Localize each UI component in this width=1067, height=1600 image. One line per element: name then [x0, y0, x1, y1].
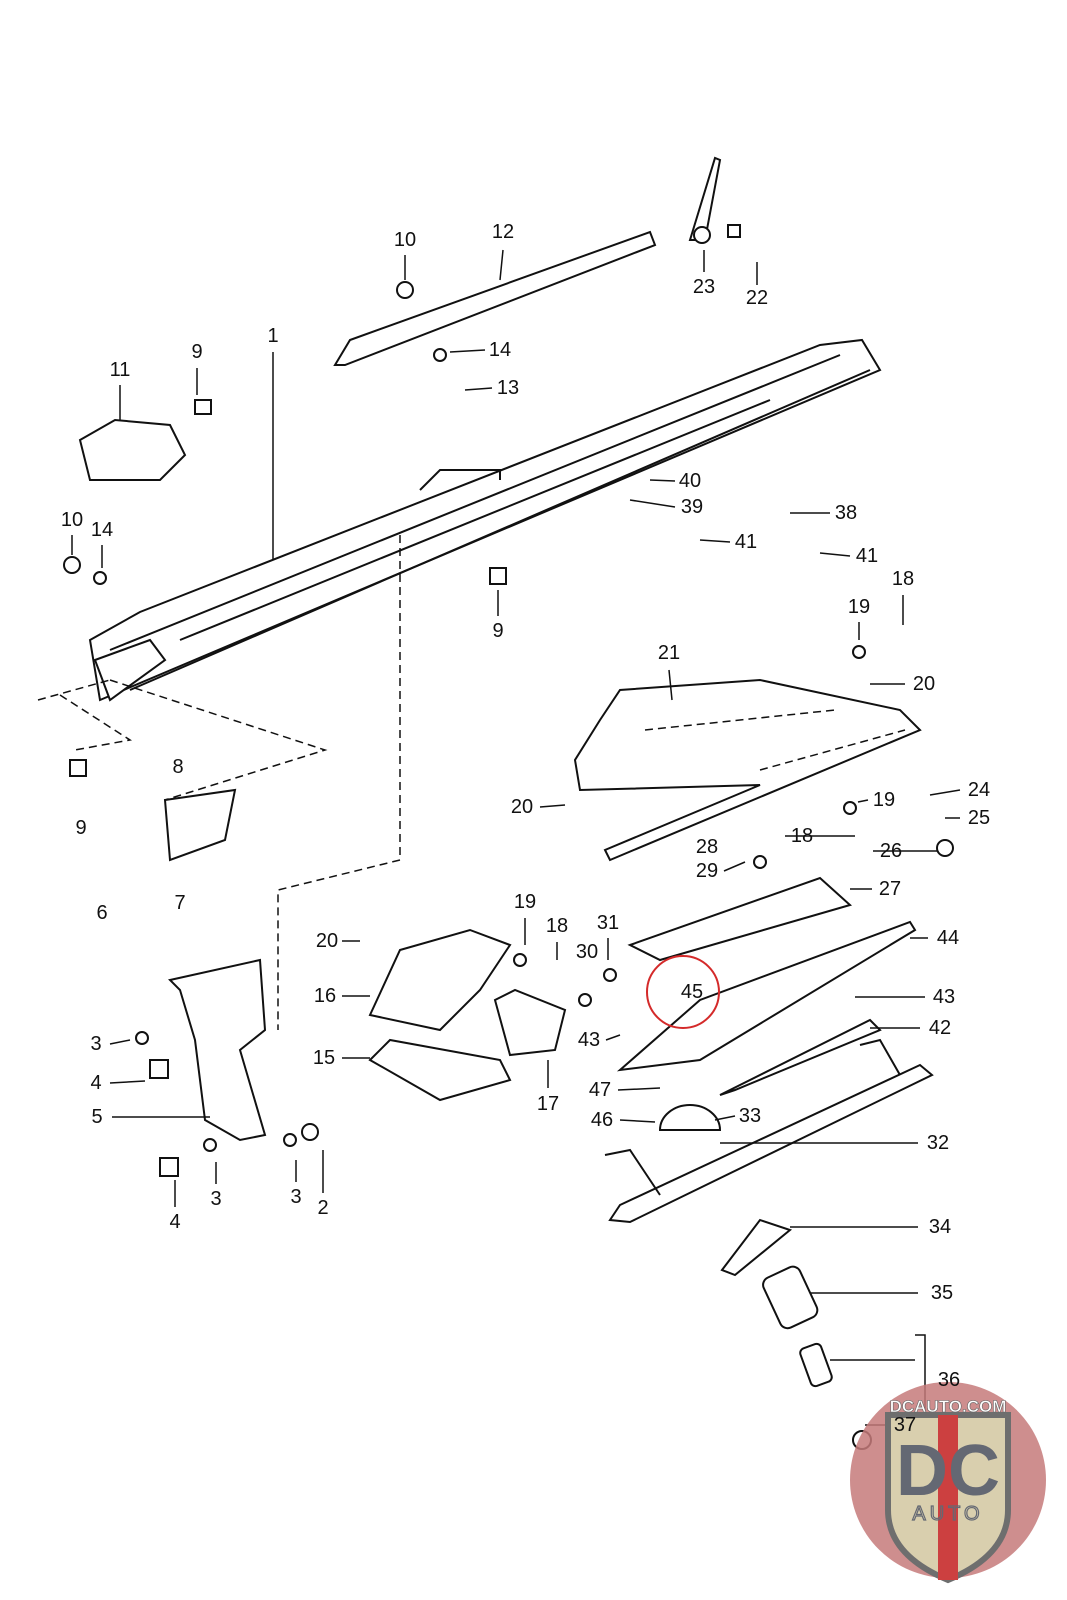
callout-22: 22 [745, 287, 769, 309]
lock-bezel-34 [720, 1218, 793, 1277]
callout-44: 44 [936, 927, 960, 949]
callout-3: 3 [290, 1186, 302, 1208]
lid-44 [616, 920, 917, 1072]
callout-28: 28 [695, 836, 719, 858]
callout-34: 34 [928, 1216, 952, 1238]
callout-12: 12 [491, 221, 515, 243]
callout-5: 5 [91, 1106, 103, 1128]
callout-4: 4 [169, 1211, 181, 1233]
callout-26: 26 [879, 840, 903, 862]
callout-20: 20 [912, 673, 936, 695]
callout-29: 29 [695, 860, 719, 882]
callout-36: 36 [937, 1369, 961, 1391]
callout-18: 18 [891, 568, 915, 590]
callout-31: 31 [596, 912, 620, 934]
callout-41: 41 [734, 531, 758, 553]
callout-16: 16 [313, 985, 337, 1007]
hinge-27 [627, 876, 853, 962]
callout-11: 11 [109, 359, 131, 381]
callout-6: 6 [96, 902, 108, 924]
callout-46: 46 [590, 1109, 614, 1131]
cap-46 [658, 1104, 722, 1131]
callout-19: 19 [513, 891, 537, 913]
dcauto-logo: DCAUTO.COM DC AUTO [850, 1382, 1046, 1584]
callout-45: 45 [680, 981, 704, 1003]
callout-7: 7 [174, 892, 186, 914]
vent-17 [493, 988, 567, 1057]
callout-37: 37 [893, 1414, 917, 1436]
callout-27: 27 [878, 878, 902, 900]
highlight-circle [646, 955, 720, 1029]
callout-14: 14 [90, 519, 114, 541]
callout-8: 8 [172, 756, 184, 778]
callout-23: 23 [692, 276, 716, 298]
callout-14: 14 [488, 339, 512, 361]
vent-16 [368, 928, 512, 1032]
callout-43: 43 [932, 986, 956, 1008]
callout-3: 3 [210, 1188, 222, 1210]
callout-41: 41 [855, 545, 879, 567]
callout-20: 20 [510, 796, 534, 818]
callout-39: 39 [680, 496, 704, 518]
callout-13: 13 [496, 377, 520, 399]
callout-42: 42 [928, 1017, 952, 1039]
callout-9: 9 [75, 817, 87, 839]
callout-18: 18 [545, 915, 569, 937]
callout-9: 9 [191, 341, 203, 363]
callout-2: 2 [317, 1197, 329, 1219]
svg-text:AUTO: AUTO [912, 1503, 983, 1525]
callout-3: 3 [90, 1033, 102, 1055]
callout-4: 4 [90, 1072, 102, 1094]
svg-text:DCAUTO.COM: DCAUTO.COM [890, 1397, 1007, 1416]
callout-43: 43 [577, 1029, 601, 1051]
callout-9: 9 [492, 620, 504, 642]
glovebox-21 [573, 678, 922, 862]
callout-30: 30 [575, 941, 599, 963]
callout-25: 25 [967, 807, 991, 829]
callout-15: 15 [312, 1047, 336, 1069]
bracket-5 [168, 958, 267, 1142]
callout-21: 21 [657, 642, 681, 664]
callout-19: 19 [847, 596, 871, 618]
lock-insert-36 [799, 1342, 833, 1388]
strip-42 [719, 1018, 882, 1096]
support-bar [333, 230, 657, 366]
dashboard-beam [88, 338, 882, 702]
callout-32: 32 [926, 1132, 950, 1154]
svg-text:DC: DC [896, 1431, 1000, 1511]
bracket-11 [78, 418, 187, 481]
callout-10: 10 [60, 509, 84, 531]
panel-7 [163, 788, 237, 862]
callout-33: 33 [738, 1105, 762, 1127]
callout-1: 1 [267, 325, 279, 347]
callout-20: 20 [315, 930, 339, 952]
callout-17: 17 [536, 1093, 560, 1115]
callout-24: 24 [967, 779, 991, 801]
callout-10: 10 [393, 229, 417, 251]
callout-40: 40 [678, 470, 702, 492]
callout-47: 47 [588, 1079, 612, 1101]
callout-19: 19 [872, 789, 896, 811]
lock-cylinder-35 [762, 1265, 819, 1330]
callout-18: 18 [790, 825, 814, 847]
cover-15 [368, 1038, 512, 1102]
callout-35: 35 [930, 1282, 954, 1304]
callout-38: 38 [834, 502, 858, 524]
